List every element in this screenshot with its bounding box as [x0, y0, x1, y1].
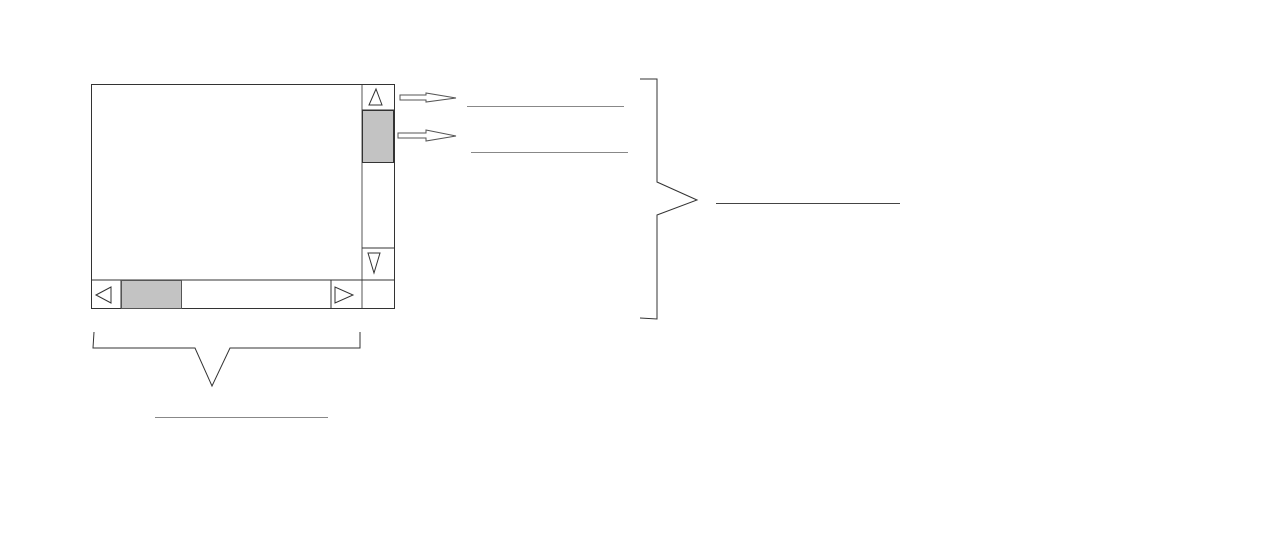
horizontal-scroll-thumb[interactable] [121, 280, 182, 309]
down-arrow-icon[interactable] [367, 252, 381, 275]
brace-vertical-scrollbar [639, 78, 699, 320]
pointer-arrow-up-button [399, 92, 457, 103]
horizontal-scrollbar[interactable] [91, 279, 394, 309]
up-arrow-icon[interactable] [368, 87, 383, 106]
vertical-scrollbar[interactable] [361, 85, 394, 308]
left-arrow-icon[interactable] [94, 286, 112, 304]
right-arrow-icon[interactable] [334, 286, 355, 304]
brace-horizontal-scrollbar [92, 331, 361, 388]
window-frame [91, 84, 395, 309]
pointer-arrow-thumb [397, 129, 457, 142]
vertical-scroll-thumb[interactable] [362, 110, 394, 163]
